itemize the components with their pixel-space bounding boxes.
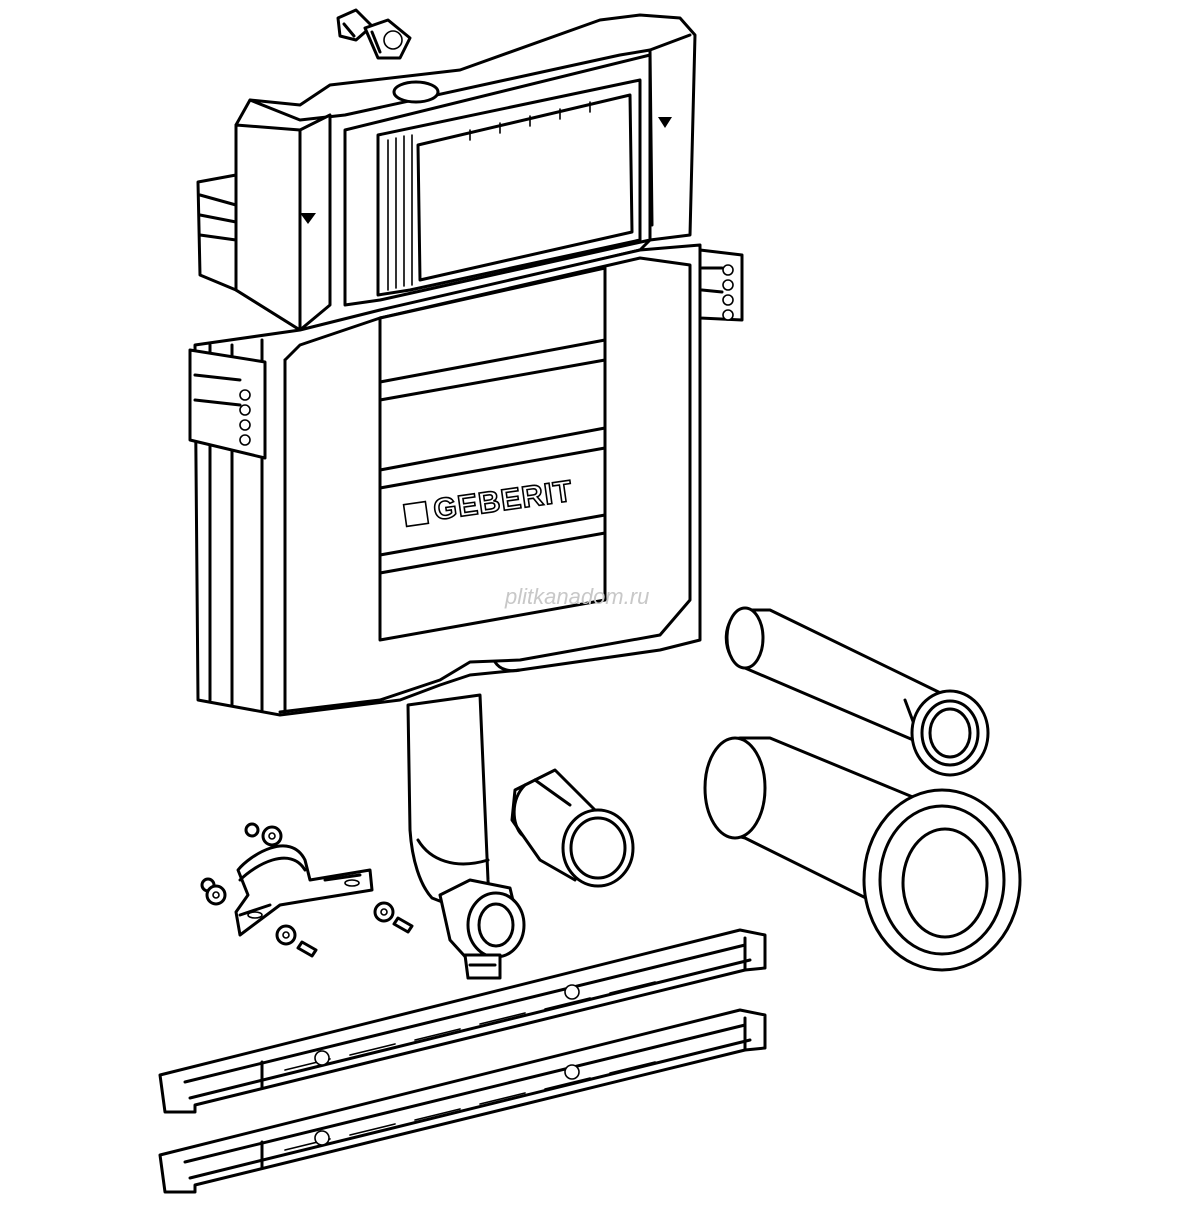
valve-fitting xyxy=(336,8,412,60)
connection-pipe xyxy=(724,606,990,777)
pipe-connector xyxy=(510,768,635,888)
fixing-clamp xyxy=(234,844,374,937)
cistern: GEBERIT xyxy=(188,13,744,717)
screws xyxy=(200,822,414,958)
watermark-text: plitkanadom.ru xyxy=(504,584,649,609)
flush-pipe-bend xyxy=(406,693,526,980)
fixing-rails xyxy=(158,928,767,1194)
wc-connection-bend xyxy=(703,736,1022,972)
